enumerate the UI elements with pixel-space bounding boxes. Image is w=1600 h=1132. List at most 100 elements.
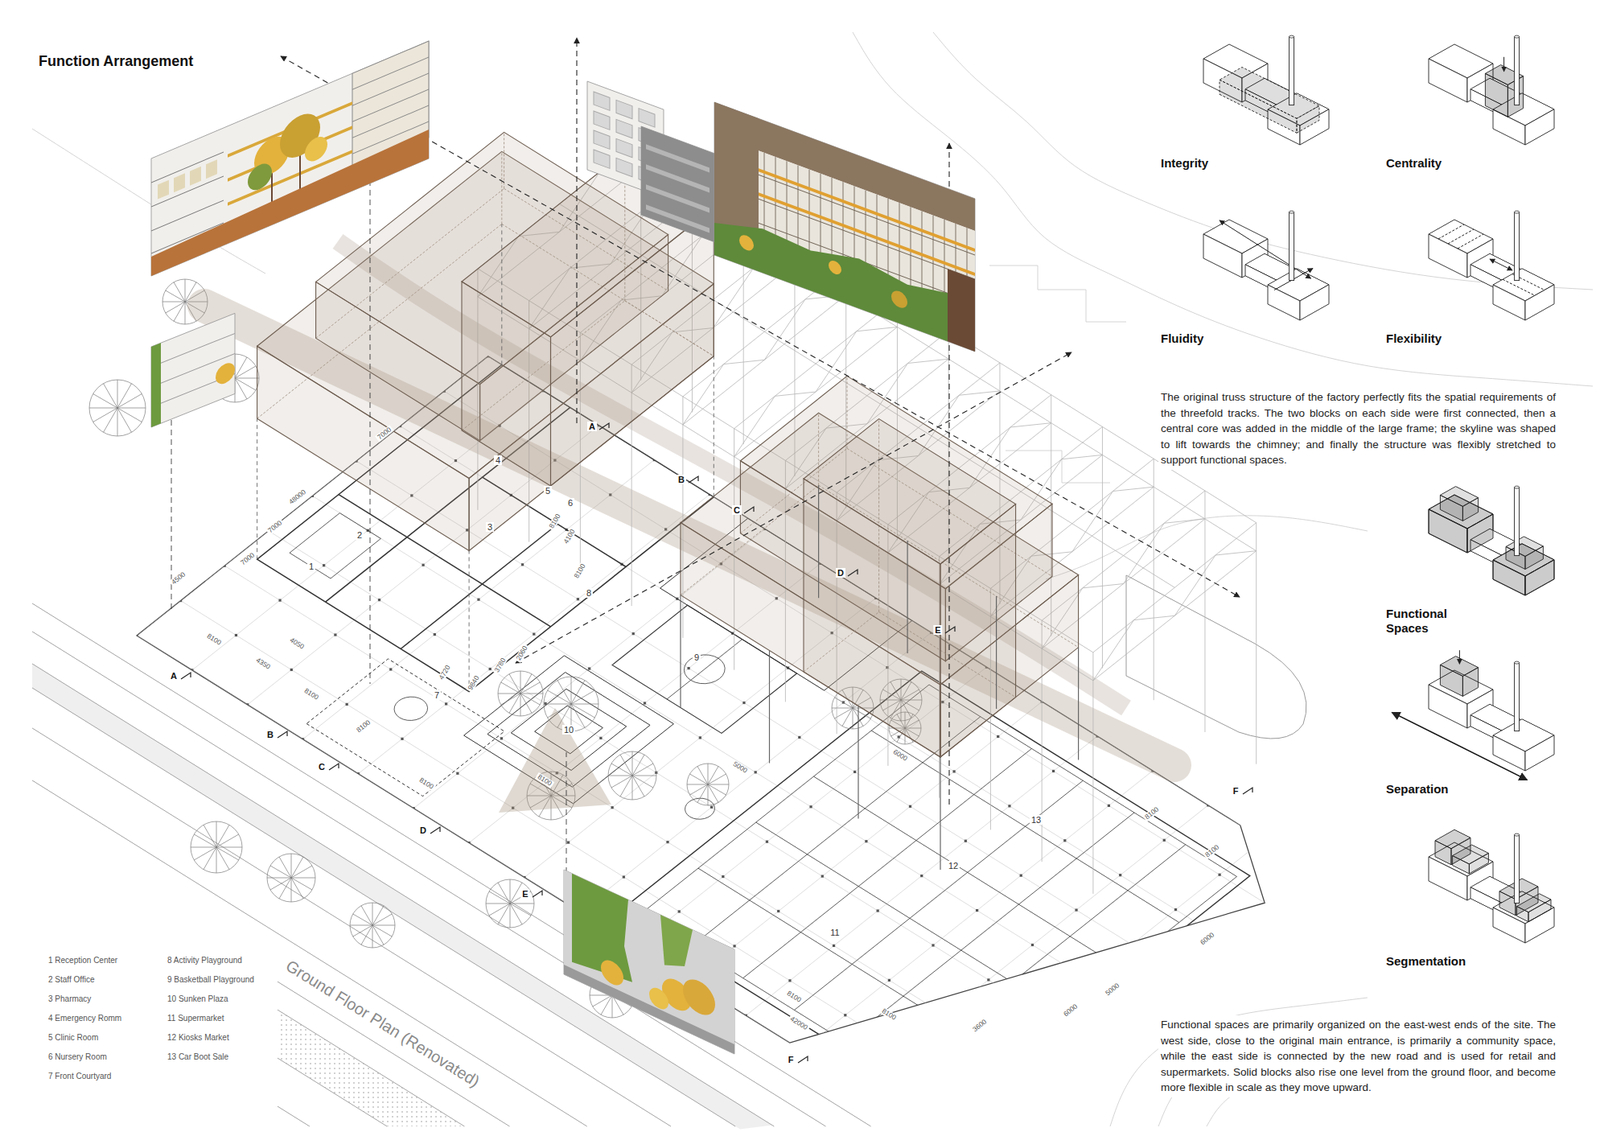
plan-label: 6000 [1061,1001,1081,1019]
label-anchor: E [520,888,530,899]
drawing-path [632,775,634,800]
chimney [1514,485,1520,556]
drawing-path [818,485,819,598]
drawing-rect [412,806,416,810]
drawing-path [856,805,1209,1085]
drawing-path [510,903,535,905]
concept-diagram: Separation [1383,658,1585,797]
drawing-path [277,1009,465,1127]
drawing-path [691,701,1043,981]
drawing-rect [1289,212,1295,281]
drawing-path [689,784,708,795]
drawing-path [1267,93,1329,126]
drawing-path [1503,57,1505,72]
drawing-path [216,847,218,873]
label-anchor: 5000 [730,759,750,776]
tree-symbol [89,379,146,436]
drawing-rect [999,1048,1002,1051]
tree-symbol [485,879,535,928]
drawing-path [571,703,599,705]
drawing-rect [593,111,610,130]
drawing-path [608,775,633,777]
drawing-rect [433,633,436,636]
drawing-path [89,407,118,409]
drawing-path [1439,664,1463,696]
drawing-rect [1020,874,1023,877]
mini-volume [1245,78,1304,120]
legend-item: 9 Basketball Playground [165,974,256,984]
drawing-path [289,513,381,579]
diagram-label: Functional Spaces [1383,606,1473,636]
plan-label: 4500 [168,569,189,587]
drawing-path [1428,509,1468,553]
drawing-rect [267,529,270,532]
drawing-rect [616,157,633,177]
drawing-rect [422,563,425,567]
drawing-rect [1514,487,1520,556]
drawing-path [1435,829,1471,849]
drawing-path [1470,539,1510,571]
drawing-rect [246,703,249,706]
plan-label: E [520,888,530,899]
tree-symbol [349,902,395,948]
concept-diagram: Fluidity [1158,207,1360,346]
plan-label: 7000 [265,518,285,535]
drawing-path [1255,522,1257,765]
drawing-rect [744,1014,748,1017]
concept-diagram: Integrity [1158,32,1360,171]
drawing-path [349,925,373,926]
legend-item: 11 Supermarket [165,1013,226,1023]
drawing-path [216,821,218,848]
label-anchor: 7000 [374,424,395,442]
drawing-path [1509,547,1529,571]
label-anchor: 8 Activity Playground [165,955,244,965]
drawing-rect [1514,212,1520,281]
drawing-path [485,903,511,905]
drawing-path [611,763,633,776]
drawing-path [813,776,1122,968]
label-anchor: 6000 [1061,1001,1081,1019]
drawing-path [707,784,719,803]
drawing-path [1470,876,1529,907]
drawing-path [352,89,429,122]
shadow-bands [204,241,1307,813]
drawing-path [203,847,217,870]
label-anchor: B [676,474,687,485]
drawing-path [468,551,470,692]
drawing-rect [173,172,186,193]
drawing-rect [908,805,912,808]
drawing-path [185,301,186,325]
drawing-rect [189,166,202,186]
drawing-rect [1007,804,1011,807]
drawing-path [1428,44,1494,79]
drawing-path [1093,551,1257,681]
drawing-path [1493,109,1526,145]
drawing-path [1470,253,1529,284]
drawing-rect [1031,943,1034,947]
drawing-path [370,112,371,684]
mini-volume [1470,703,1529,746]
drawing-path [1505,536,1543,557]
plan-label: 5000 [1102,980,1123,998]
diagram-label: Centrality [1383,156,1444,171]
drawing-path [632,775,657,777]
label-anchor: C [316,761,327,772]
drawing-path [279,856,292,878]
drawing-path [1093,551,1257,681]
plan-label: 8100 [1142,804,1162,822]
drawing-path [756,822,1065,1015]
plan-label: 10 [562,724,576,735]
mini-volume [1428,494,1494,553]
axonometric-sketch [1383,32,1585,153]
stipple-band [277,1009,465,1127]
drawing-path [277,731,288,738]
drawing-path [93,407,118,423]
drawing-path [743,748,1033,979]
drawing-path [193,847,217,860]
label-anchor: 7000 [265,518,285,535]
drawing-rect [190,668,194,671]
drawing-path [165,301,186,313]
drawing-rect [616,99,633,119]
drawing-circle [828,259,842,277]
drawing-path [1451,837,1471,865]
